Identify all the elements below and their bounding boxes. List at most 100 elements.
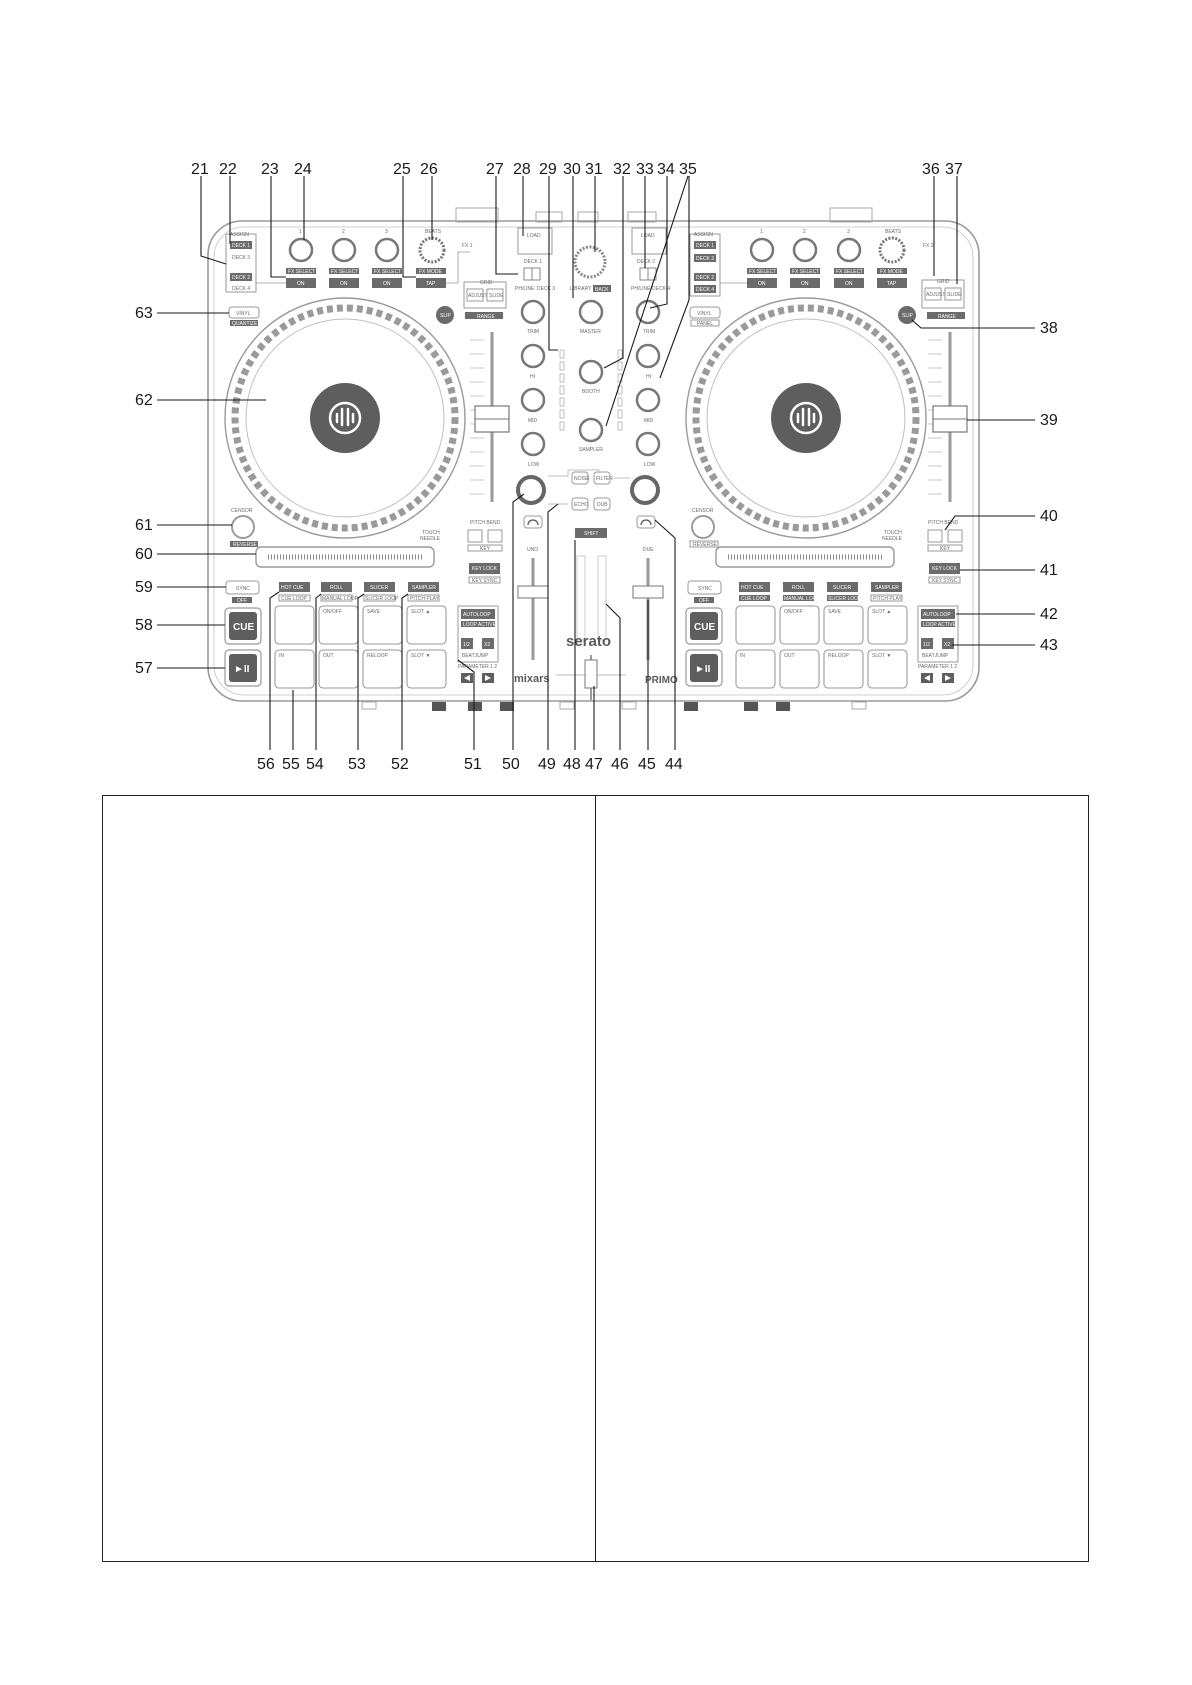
pitch-bend-minus-left[interactable] [467, 529, 483, 543]
crossfader[interactable] [556, 655, 626, 700]
double-loop-button-right[interactable] [942, 638, 954, 649]
fx-on-3-button-right[interactable] [834, 278, 864, 288]
sampler-volume-knob[interactable] [578, 417, 604, 443]
slip-button-left[interactable] [436, 306, 454, 324]
pad-7-right[interactable] [823, 649, 864, 689]
trim-knob-left[interactable] [520, 299, 546, 325]
fx-tap-button-right[interactable] [877, 278, 907, 288]
pad-4-right[interactable] [867, 605, 908, 645]
pad-2-right[interactable] [779, 605, 820, 645]
shift-button[interactable] [575, 528, 607, 538]
play-pause-button-right[interactable] [690, 654, 718, 682]
jog-wheel-left[interactable] [224, 297, 466, 539]
fx-on-1-button[interactable] [286, 278, 316, 288]
filter-button[interactable] [593, 471, 611, 485]
hot-cue-button-left[interactable] [279, 582, 310, 592]
grid-adjust-button-right[interactable] [924, 287, 942, 301]
assign-deck-1-button-right[interactable] [694, 241, 716, 249]
fx-on-3-button[interactable] [372, 278, 402, 288]
pitch-bend-plus-right[interactable] [947, 529, 963, 543]
censor-button-right[interactable] [691, 515, 715, 539]
hi-knob-right[interactable] [635, 343, 661, 369]
key-lock-button-left[interactable] [469, 563, 500, 574]
master-knob[interactable] [578, 299, 604, 325]
low-knob-right[interactable] [635, 431, 661, 457]
assign-deck-2-button-right[interactable] [694, 273, 716, 281]
pad-5-left[interactable] [274, 649, 315, 689]
assign-deck-1-button[interactable] [230, 241, 252, 249]
slip-button-right[interactable] [898, 306, 916, 324]
assign-deck-2-button[interactable] [230, 273, 252, 281]
filter-knob-left[interactable] [516, 475, 546, 505]
censor-button-left[interactable] [231, 515, 255, 539]
autoloop-button-left[interactable] [461, 609, 495, 619]
browse-knob[interactable] [573, 245, 607, 279]
pad-6-right[interactable] [779, 649, 820, 689]
fx-knob-1-left[interactable] [288, 237, 314, 263]
fx-on-1-button-right[interactable] [747, 278, 777, 288]
fx-knob-1-right[interactable] [749, 237, 775, 263]
callout-33: 33 [636, 161, 654, 178]
roll-button-right[interactable] [783, 582, 814, 592]
slicer-loop-label-right: SLICER LOOP [828, 596, 862, 602]
dub-button[interactable] [593, 497, 611, 511]
mixars-logo: mixars [514, 673, 549, 685]
headphone-cue-button-right[interactable] [636, 515, 656, 529]
pitch-fader-left[interactable] [470, 332, 510, 502]
noise-button[interactable] [571, 471, 589, 485]
low-knob-left[interactable] [520, 431, 546, 457]
fx-on-2-button[interactable] [329, 278, 359, 288]
half-loop-button-right[interactable] [921, 638, 933, 649]
grid-slide-button-right[interactable] [944, 287, 962, 301]
play-pause-button-left[interactable] [229, 654, 257, 682]
filter-knob-right[interactable] [630, 475, 660, 505]
fx-on-2-button-right[interactable] [790, 278, 820, 288]
pad-5-right[interactable] [735, 649, 776, 689]
headphone-cue-button-left[interactable] [523, 515, 543, 529]
cue-button-right[interactable] [690, 612, 718, 640]
pitch-bend-minus-right[interactable] [927, 529, 943, 543]
sampler-button-left[interactable] [408, 582, 439, 592]
touch-needle-strip-right[interactable] [715, 546, 895, 568]
mid-knob-left[interactable] [520, 387, 546, 413]
jog-wheel-right[interactable] [685, 297, 927, 539]
slicer-button-right[interactable] [827, 582, 858, 592]
roll-button-left[interactable] [321, 582, 352, 592]
sampler-button-right[interactable] [871, 582, 902, 592]
pad-8-left[interactable] [406, 649, 447, 689]
pad-3-right[interactable] [823, 605, 864, 645]
fx-knob-2-left[interactable] [331, 237, 357, 263]
trim-knob-right[interactable] [635, 299, 661, 325]
cue-button-left[interactable] [229, 612, 257, 640]
sync-button-right[interactable] [687, 580, 722, 595]
sampler-label-right: SAMPLER [875, 585, 899, 591]
hi-knob-left[interactable] [520, 343, 546, 369]
booth-knob[interactable] [578, 359, 604, 385]
fx-tap-button-left[interactable] [416, 278, 446, 288]
hot-cue-button-right[interactable] [739, 582, 770, 592]
double-loop-button-left[interactable] [482, 638, 494, 649]
pitch-bend-plus-left[interactable] [487, 529, 503, 543]
grid-adjust-button-left[interactable] [466, 288, 484, 302]
key-lock-button-right[interactable] [929, 563, 960, 574]
deck4-label: DECK 4 [652, 286, 670, 292]
pitch-fader-right[interactable] [928, 332, 968, 502]
pad-1-right[interactable] [735, 605, 776, 645]
half-loop-button-left[interactable] [461, 638, 473, 649]
slicer-button-left[interactable] [364, 582, 395, 592]
fx-knob-3-left[interactable] [374, 237, 400, 263]
autoloop-button-right[interactable] [921, 609, 955, 619]
beats-knob-left[interactable] [418, 236, 446, 264]
mid-knob-right[interactable] [635, 387, 661, 413]
beats-knob-right[interactable] [878, 236, 906, 264]
channel-fader-left[interactable] [517, 558, 549, 660]
fx-knob-3-right[interactable] [836, 237, 862, 263]
vinyl-button-right[interactable] [689, 306, 721, 319]
grid-slide-button-left[interactable] [486, 288, 504, 302]
pad-8-right[interactable] [867, 649, 908, 689]
pad-4-left[interactable] [406, 605, 447, 645]
echo-button[interactable] [571, 497, 589, 511]
touch-needle-strip-left[interactable] [255, 546, 435, 568]
pad-1-left[interactable] [274, 605, 315, 645]
fx-knob-2-right[interactable] [792, 237, 818, 263]
